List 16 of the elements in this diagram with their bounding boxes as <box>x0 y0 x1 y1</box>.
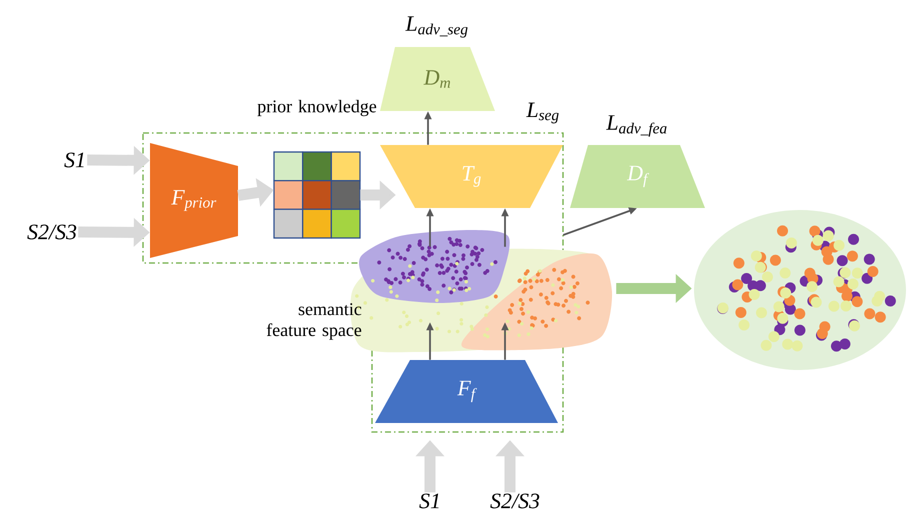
cluster-drawing <box>694 210 906 370</box>
discriminator-block: D$_{f}$ <box>570 145 705 208</box>
input-label: S2/S3 <box>490 494 540 508</box>
caption-text: semantic feature space <box>266 303 362 340</box>
input-label: S2/S3 <box>27 224 76 240</box>
input-label: S1 <box>64 152 84 168</box>
loss-label: L$_{seg}$ <box>526 102 559 124</box>
encoder-block: F$_{prior}$ <box>150 143 238 258</box>
dashed-frame <box>142 132 564 433</box>
loss-label: L$_{adv_seg}$ <box>405 16 468 38</box>
discriminator-block: D$_{m}$ <box>380 47 495 111</box>
grid-heading: prior knowledge <box>258 100 376 116</box>
loss-label: L$_{adv_fea}$ <box>606 115 667 137</box>
input-label: S1 <box>419 494 439 508</box>
decoder-block: T$_{g}$ <box>380 145 563 208</box>
encoder-block: F$_{f}$ <box>375 360 558 423</box>
